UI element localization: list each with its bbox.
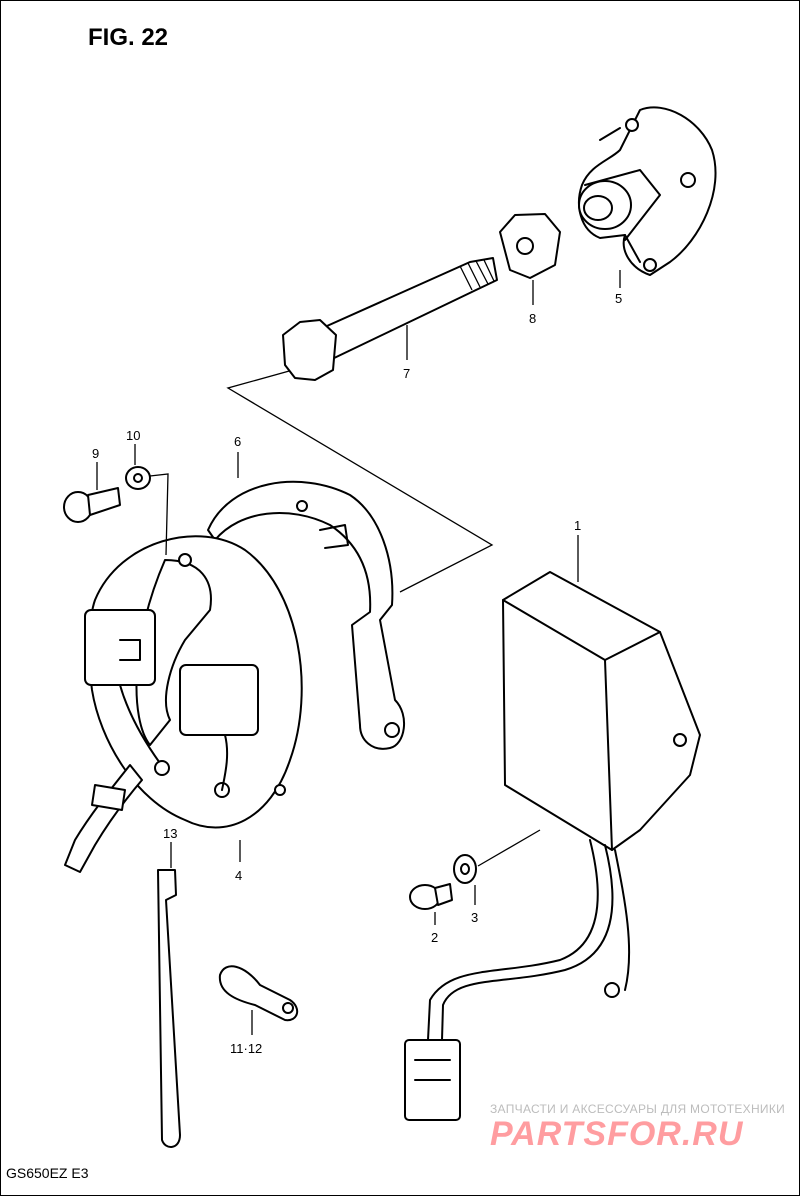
bolt-part-7 <box>282 257 498 381</box>
guide-line <box>226 367 494 593</box>
bracket-part-6 <box>207 480 406 750</box>
callout-8: 8 <box>529 311 536 326</box>
callout-3: 3 <box>471 910 478 925</box>
figure-title: FIG. 22 <box>88 24 168 51</box>
callout-4: 4 <box>235 868 242 883</box>
base-plate-part-4 <box>64 535 303 873</box>
callout-1: 1 <box>574 518 581 533</box>
model-code: GS650EZ E3 <box>6 1165 89 1181</box>
callout-10: 10 <box>126 428 140 443</box>
callout-6: 6 <box>234 434 241 449</box>
nut-part-8 <box>499 213 561 279</box>
screw-part-2 <box>409 883 453 910</box>
washer-part-10 <box>125 466 169 556</box>
signal-generator-part-5 <box>578 106 717 276</box>
rod-part-13 <box>157 869 181 1148</box>
watermark-tagline: ЗАПЧАСТИ И АКСЕССУАРЫ ДЛЯ МОТОТЕХНИКИ <box>490 1102 785 1116</box>
callout-5: 5 <box>615 291 622 306</box>
screw-part-9 <box>63 487 121 523</box>
callout-13: 13 <box>163 826 177 841</box>
callout-2: 2 <box>431 930 438 945</box>
callout-7: 7 <box>403 366 410 381</box>
igniter-unit-part-1 <box>404 571 701 1121</box>
watermark-brand: PARTSFOR.RU <box>490 1115 744 1153</box>
washer-part-3 <box>453 829 541 884</box>
clamp-part-11-12 <box>218 965 299 1022</box>
callout-9: 9 <box>92 446 99 461</box>
callout-11-12: 11·12 <box>230 1041 262 1056</box>
